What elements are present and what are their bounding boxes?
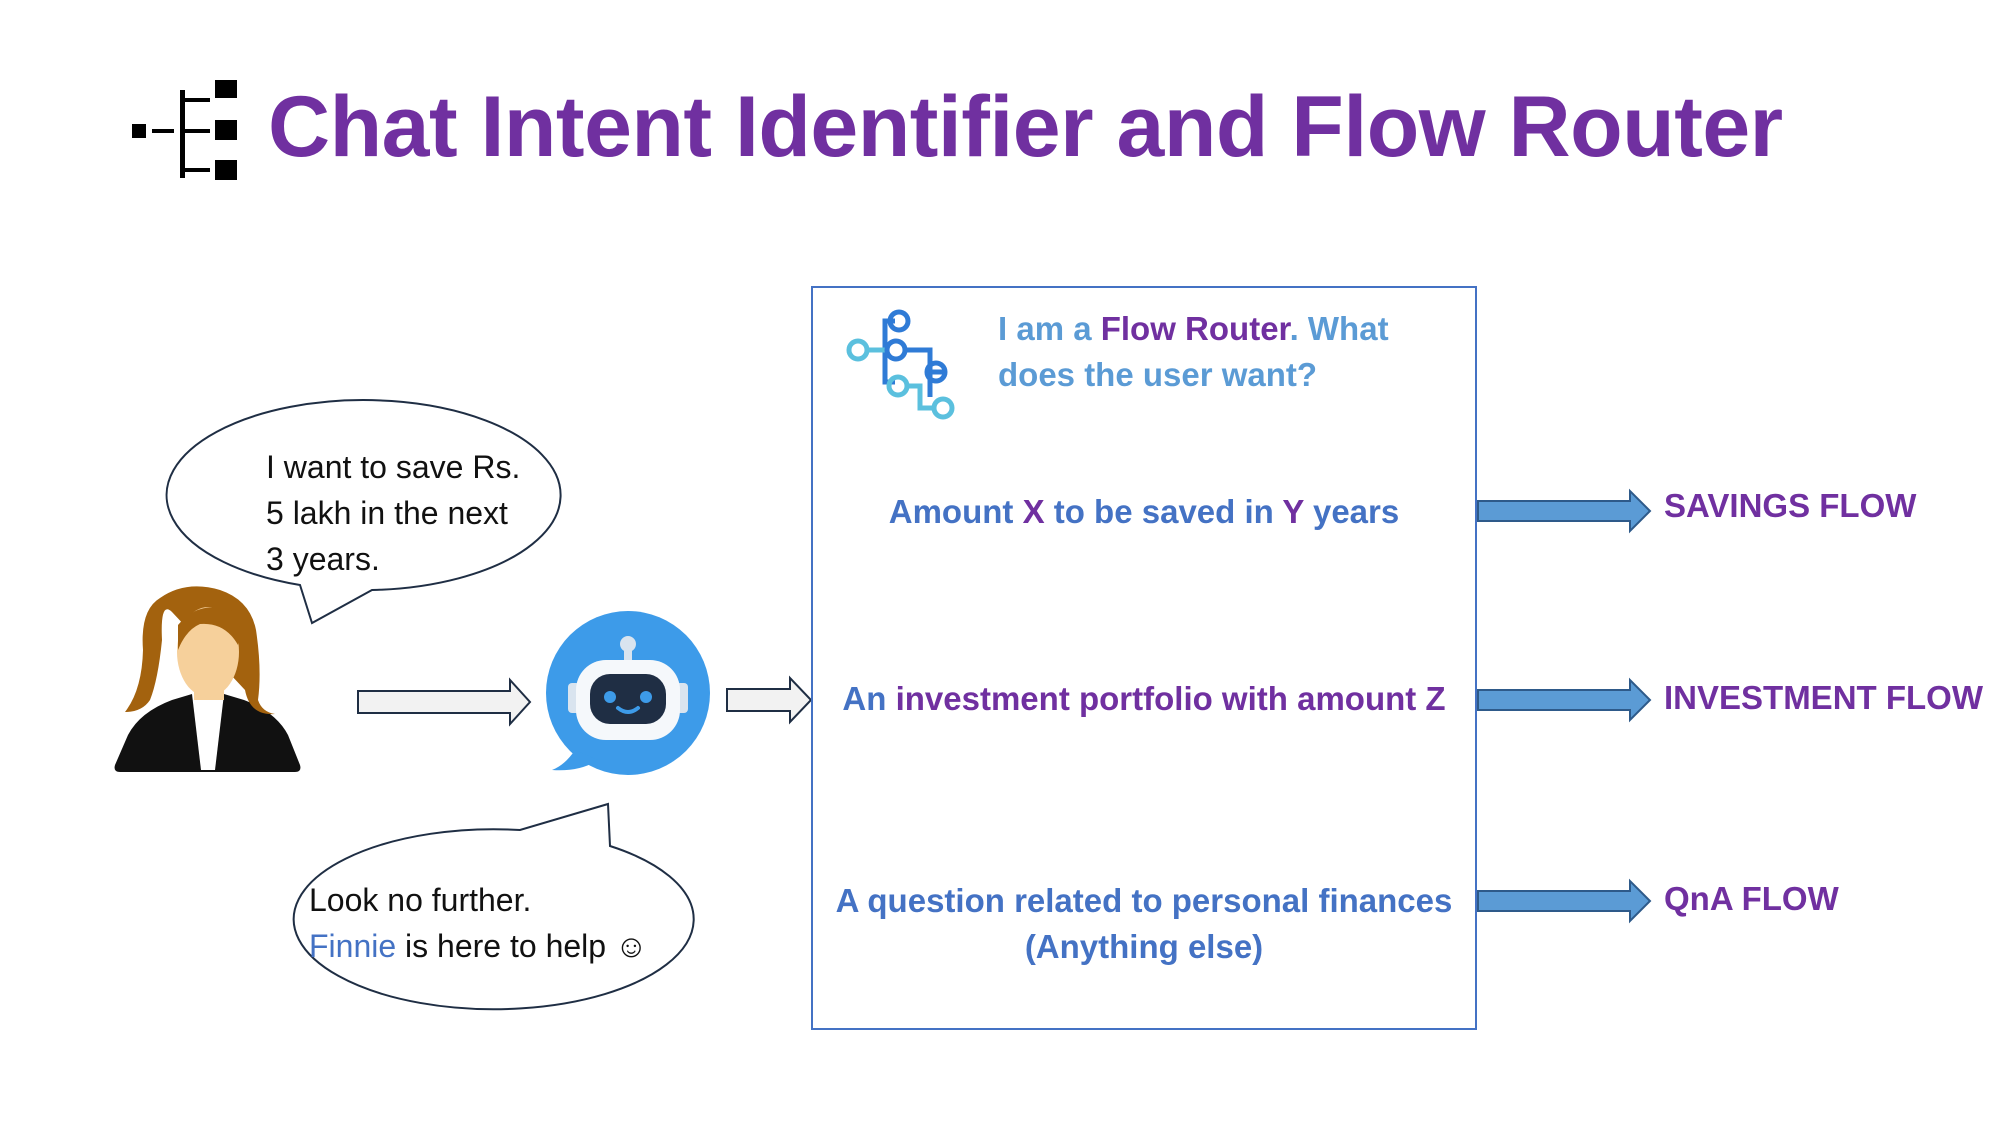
chatbot-icon — [546, 611, 710, 775]
intent-savings: Amount X to be saved in Y years — [811, 489, 1477, 535]
user-message-line: 3 years. — [266, 541, 380, 577]
intent-qna: A question related to personal finances … — [811, 878, 1477, 970]
investment-flow-label: INVESTMENT FLOW — [1664, 679, 1983, 716]
intent-text: An — [842, 680, 896, 717]
user-message-line: I want to save Rs. — [266, 449, 521, 485]
router-network-icon — [846, 309, 955, 420]
arrow-user-to-bot — [357, 677, 532, 727]
bot-message-line: Look no further. — [309, 882, 532, 918]
arrow-to-investment-flow — [1477, 677, 1652, 723]
intent-var: X — [1022, 493, 1045, 530]
intent-investment: An investment portfolio with amount Z — [811, 676, 1477, 722]
user-message: I want to save Rs. 5 lakh in the next 3 … — [266, 444, 566, 582]
user-speech-bubble — [165, 399, 562, 625]
router-heading-highlight: Flow Router — [1100, 310, 1290, 347]
user-message-line: 5 lakh in the next — [266, 495, 508, 531]
intent-text: Amount — [888, 493, 1023, 530]
intent-var: Y — [1282, 493, 1304, 530]
router-heading-part: I am a — [998, 310, 1101, 347]
router-heading: I am a Flow Router. What does the user w… — [998, 306, 1438, 398]
arrow-to-qna-flow — [1477, 878, 1652, 924]
bot-message: Look no further. Finnie is here to help … — [309, 877, 729, 969]
intent-qna-line: (Anything else) — [1024, 928, 1264, 965]
intent-text: years — [1303, 493, 1400, 530]
arrow-to-savings-flow — [1477, 488, 1652, 534]
bot-name: Finnie — [309, 928, 397, 964]
bot-message-rest: is here to help ☺ — [396, 928, 648, 964]
intent-var: investment portfolio with amount Z — [895, 680, 1446, 717]
router-heading-part: . What does the user want? — [998, 310, 1389, 393]
bot-speech-bubble — [292, 802, 695, 1011]
arrow-bot-to-router — [726, 675, 813, 725]
intent-qna-line: A question related to personal finances — [811, 878, 1477, 924]
flow-tree-icon — [132, 80, 237, 180]
savings-flow-label: SAVINGS FLOW — [1664, 487, 1917, 524]
qna-flow-label: QnA FLOW — [1664, 880, 1839, 917]
intent-text: to be saved in — [1044, 493, 1283, 530]
user-avatar-icon — [114, 586, 301, 772]
bot-message-line: Finnie is here to help ☺ — [309, 923, 729, 969]
page-title: Chat Intent Identifier and Flow Router — [268, 79, 1783, 175]
flow-router-box — [811, 286, 1477, 1030]
intent-text: A question related to personal finances — [835, 882, 1453, 919]
